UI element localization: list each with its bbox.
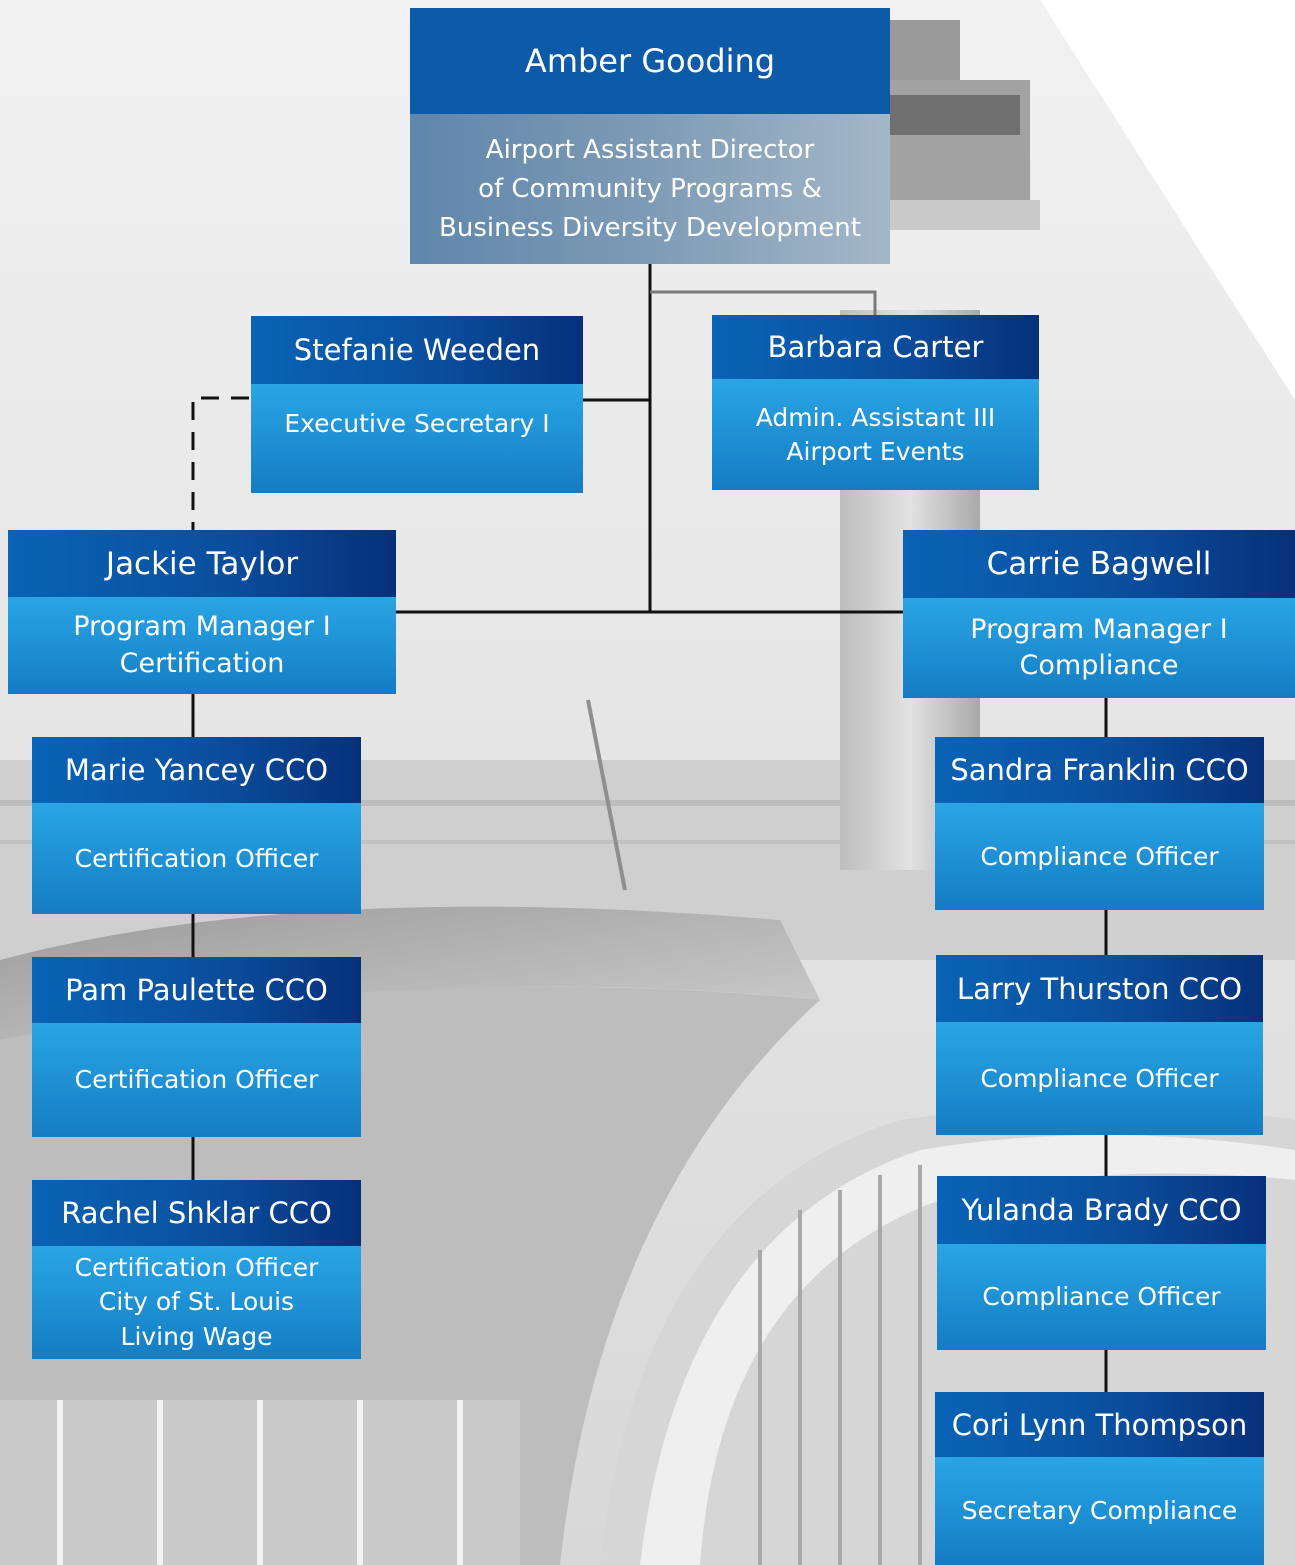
compliance-officer-title-line-1: Compliance Officer: [980, 841, 1219, 871]
compliance-officer-name: Yulanda Brady CCO: [937, 1176, 1266, 1244]
compliance-officer-title: Compliance Officer: [936, 1022, 1263, 1135]
certification-officer-card: Marie Yancey CCO Certification Officer: [32, 737, 361, 914]
certification-manager-title-line-1: Program Manager I: [73, 611, 331, 643]
certification-officer-title-line-1: Certification Officer: [74, 1252, 319, 1282]
admin-assistant-title-line-1: Admin. Assistant III: [755, 402, 996, 432]
compliance-officer-card: Larry Thurston CCO Compliance Officer: [936, 955, 1263, 1135]
certification-officer-card: Rachel Shklar CCO Certification Officer …: [32, 1180, 361, 1359]
certification-officer-title-line-1: Certification Officer: [74, 843, 319, 873]
director-title: Airport Assistant Director of Community …: [410, 114, 890, 264]
certification-officer-title-line-3: Living Wage: [120, 1321, 273, 1351]
admin-assistant-card: Barbara Carter Admin. Assistant III Airp…: [712, 315, 1039, 490]
director-name: Amber Gooding: [410, 8, 890, 114]
admin-assistant-title-line-2: Airport Events: [786, 436, 965, 466]
certification-officer-card: Pam Paulette CCO Certification Officer: [32, 957, 361, 1137]
compliance-manager-name: Carrie Bagwell: [903, 530, 1295, 598]
compliance-manager-title: Program Manager I Compliance: [903, 598, 1295, 698]
director-title-line-2: of Community Programs &: [478, 173, 822, 204]
director-card: Amber Gooding Airport Assistant Director…: [410, 8, 890, 264]
certification-manager-card: Jackie Taylor Program Manager I Certific…: [8, 530, 396, 694]
compliance-officer-card: Sandra Franklin CCO Compliance Officer: [935, 737, 1264, 910]
compliance-officer-title: Compliance Officer: [937, 1244, 1266, 1350]
certification-manager-name: Jackie Taylor: [8, 530, 396, 597]
certification-officer-name: Marie Yancey CCO: [32, 737, 361, 803]
compliance-officer-card: Yulanda Brady CCO Compliance Officer: [937, 1176, 1266, 1350]
compliance-officer-name: Larry Thurston CCO: [936, 955, 1263, 1022]
admin-assistant-link: [650, 290, 877, 316]
certification-manager-title: Program Manager I Certification: [8, 597, 396, 694]
certification-officer-title: Certification Officer City of St. Louis …: [32, 1246, 361, 1359]
compliance-officer-title-line-1: Compliance Officer: [980, 1063, 1219, 1093]
certification-officer-title-line-2: City of St. Louis: [98, 1287, 295, 1317]
executive-secretary-card: Stefanie Weeden Executive Secretary I: [251, 316, 583, 493]
executive-secretary-title-line-1: Executive Secretary I: [284, 409, 550, 438]
compliance-manager-title-line-1: Program Manager I: [970, 613, 1228, 645]
dotted-reporting-line: [191, 396, 249, 530]
director-title-line-3: Business Diversity Development: [439, 212, 861, 243]
compliance-secretary-card: Cori Lynn Thompson Secretary Compliance: [935, 1392, 1264, 1565]
certification-manager-title-line-2: Certification: [119, 647, 285, 679]
director-title-line-1: Airport Assistant Director: [485, 134, 815, 165]
compliance-secretary-title: Secretary Compliance: [935, 1457, 1264, 1565]
compliance-secretary-title-line-1: Secretary Compliance: [961, 1496, 1238, 1526]
compliance-manager-title-line-2: Compliance: [1019, 650, 1179, 681]
admin-assistant-name: Barbara Carter: [712, 315, 1039, 379]
certification-officer-title: Certification Officer: [32, 1023, 361, 1137]
compliance-officer-name: Sandra Franklin CCO: [935, 737, 1264, 803]
certification-officer-name: Rachel Shklar CCO: [32, 1180, 361, 1246]
compliance-officer-title-line-1: Compliance Officer: [982, 1282, 1221, 1312]
executive-secretary-title: Executive Secretary I: [251, 384, 583, 493]
compliance-officer-title: Compliance Officer: [935, 803, 1264, 910]
compliance-secretary-name: Cori Lynn Thompson: [935, 1392, 1264, 1457]
admin-assistant-title: Admin. Assistant III Airport Events: [712, 379, 1039, 490]
certification-officer-title: Certification Officer: [32, 803, 361, 914]
certification-officer-title-line-1: Certification Officer: [74, 1065, 319, 1095]
certification-officer-name: Pam Paulette CCO: [32, 957, 361, 1023]
compliance-manager-card: Carrie Bagwell Program Manager I Complia…: [903, 530, 1295, 698]
executive-secretary-name: Stefanie Weeden: [251, 316, 583, 384]
